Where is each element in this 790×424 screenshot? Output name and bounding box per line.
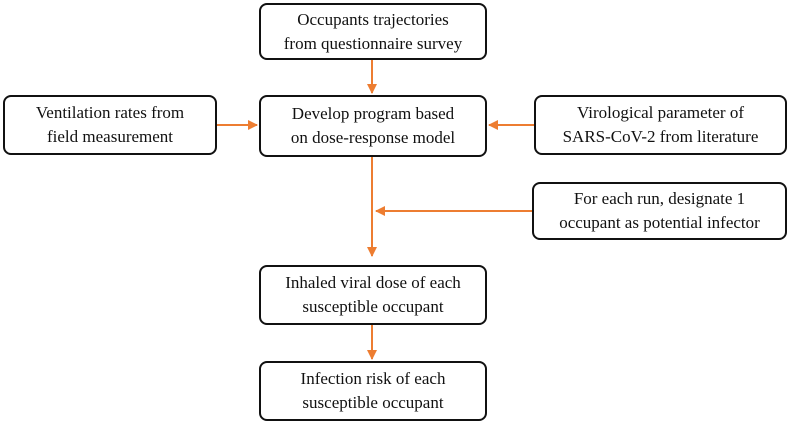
node-virological-line-2: SARS-CoV-2 from literature [562,127,759,146]
node-program-line-2: on dose-response model [290,128,456,147]
node-dose-line-2: susceptible occupant [302,297,444,316]
node-risk-line-1: Infection risk of each [300,369,446,388]
node-dose-line-1: Inhaled viral dose of each [285,273,461,292]
node-infector-line-2: occupant as potential infector [559,213,760,232]
node-occupants-line-1: Occupants trajectories [297,9,449,29]
node-virological-line-1: Virological parameter of [576,103,744,122]
node-ventilation-line-2: field measurement [46,127,174,146]
node-inhaled-viral-dose: Inhaled viral dose of each susceptible o… [259,265,487,325]
node-infection-risk: Infection risk of each susceptible occup… [259,361,487,421]
node-designate-infector: For each run, designate 1 occupant as po… [532,182,787,240]
node-occupants-trajectories: Occupants trajectories from questionnair… [259,3,487,60]
node-ventilation-line-1: Ventilation rates from [35,103,185,122]
node-infector-line-1: For each run, designate 1 [573,189,746,208]
node-program-line-1: Develop program based [291,104,455,123]
node-develop-program: Develop program based on dose-response m… [259,95,487,157]
node-risk-line-2: susceptible occupant [302,393,444,412]
node-ventilation-rates: Ventilation rates from field measurement [3,95,217,155]
node-occupants-line-2: from questionnaire survey [283,33,463,53]
node-virological-parameter: Virological parameter of SARS-CoV-2 from… [534,95,787,155]
